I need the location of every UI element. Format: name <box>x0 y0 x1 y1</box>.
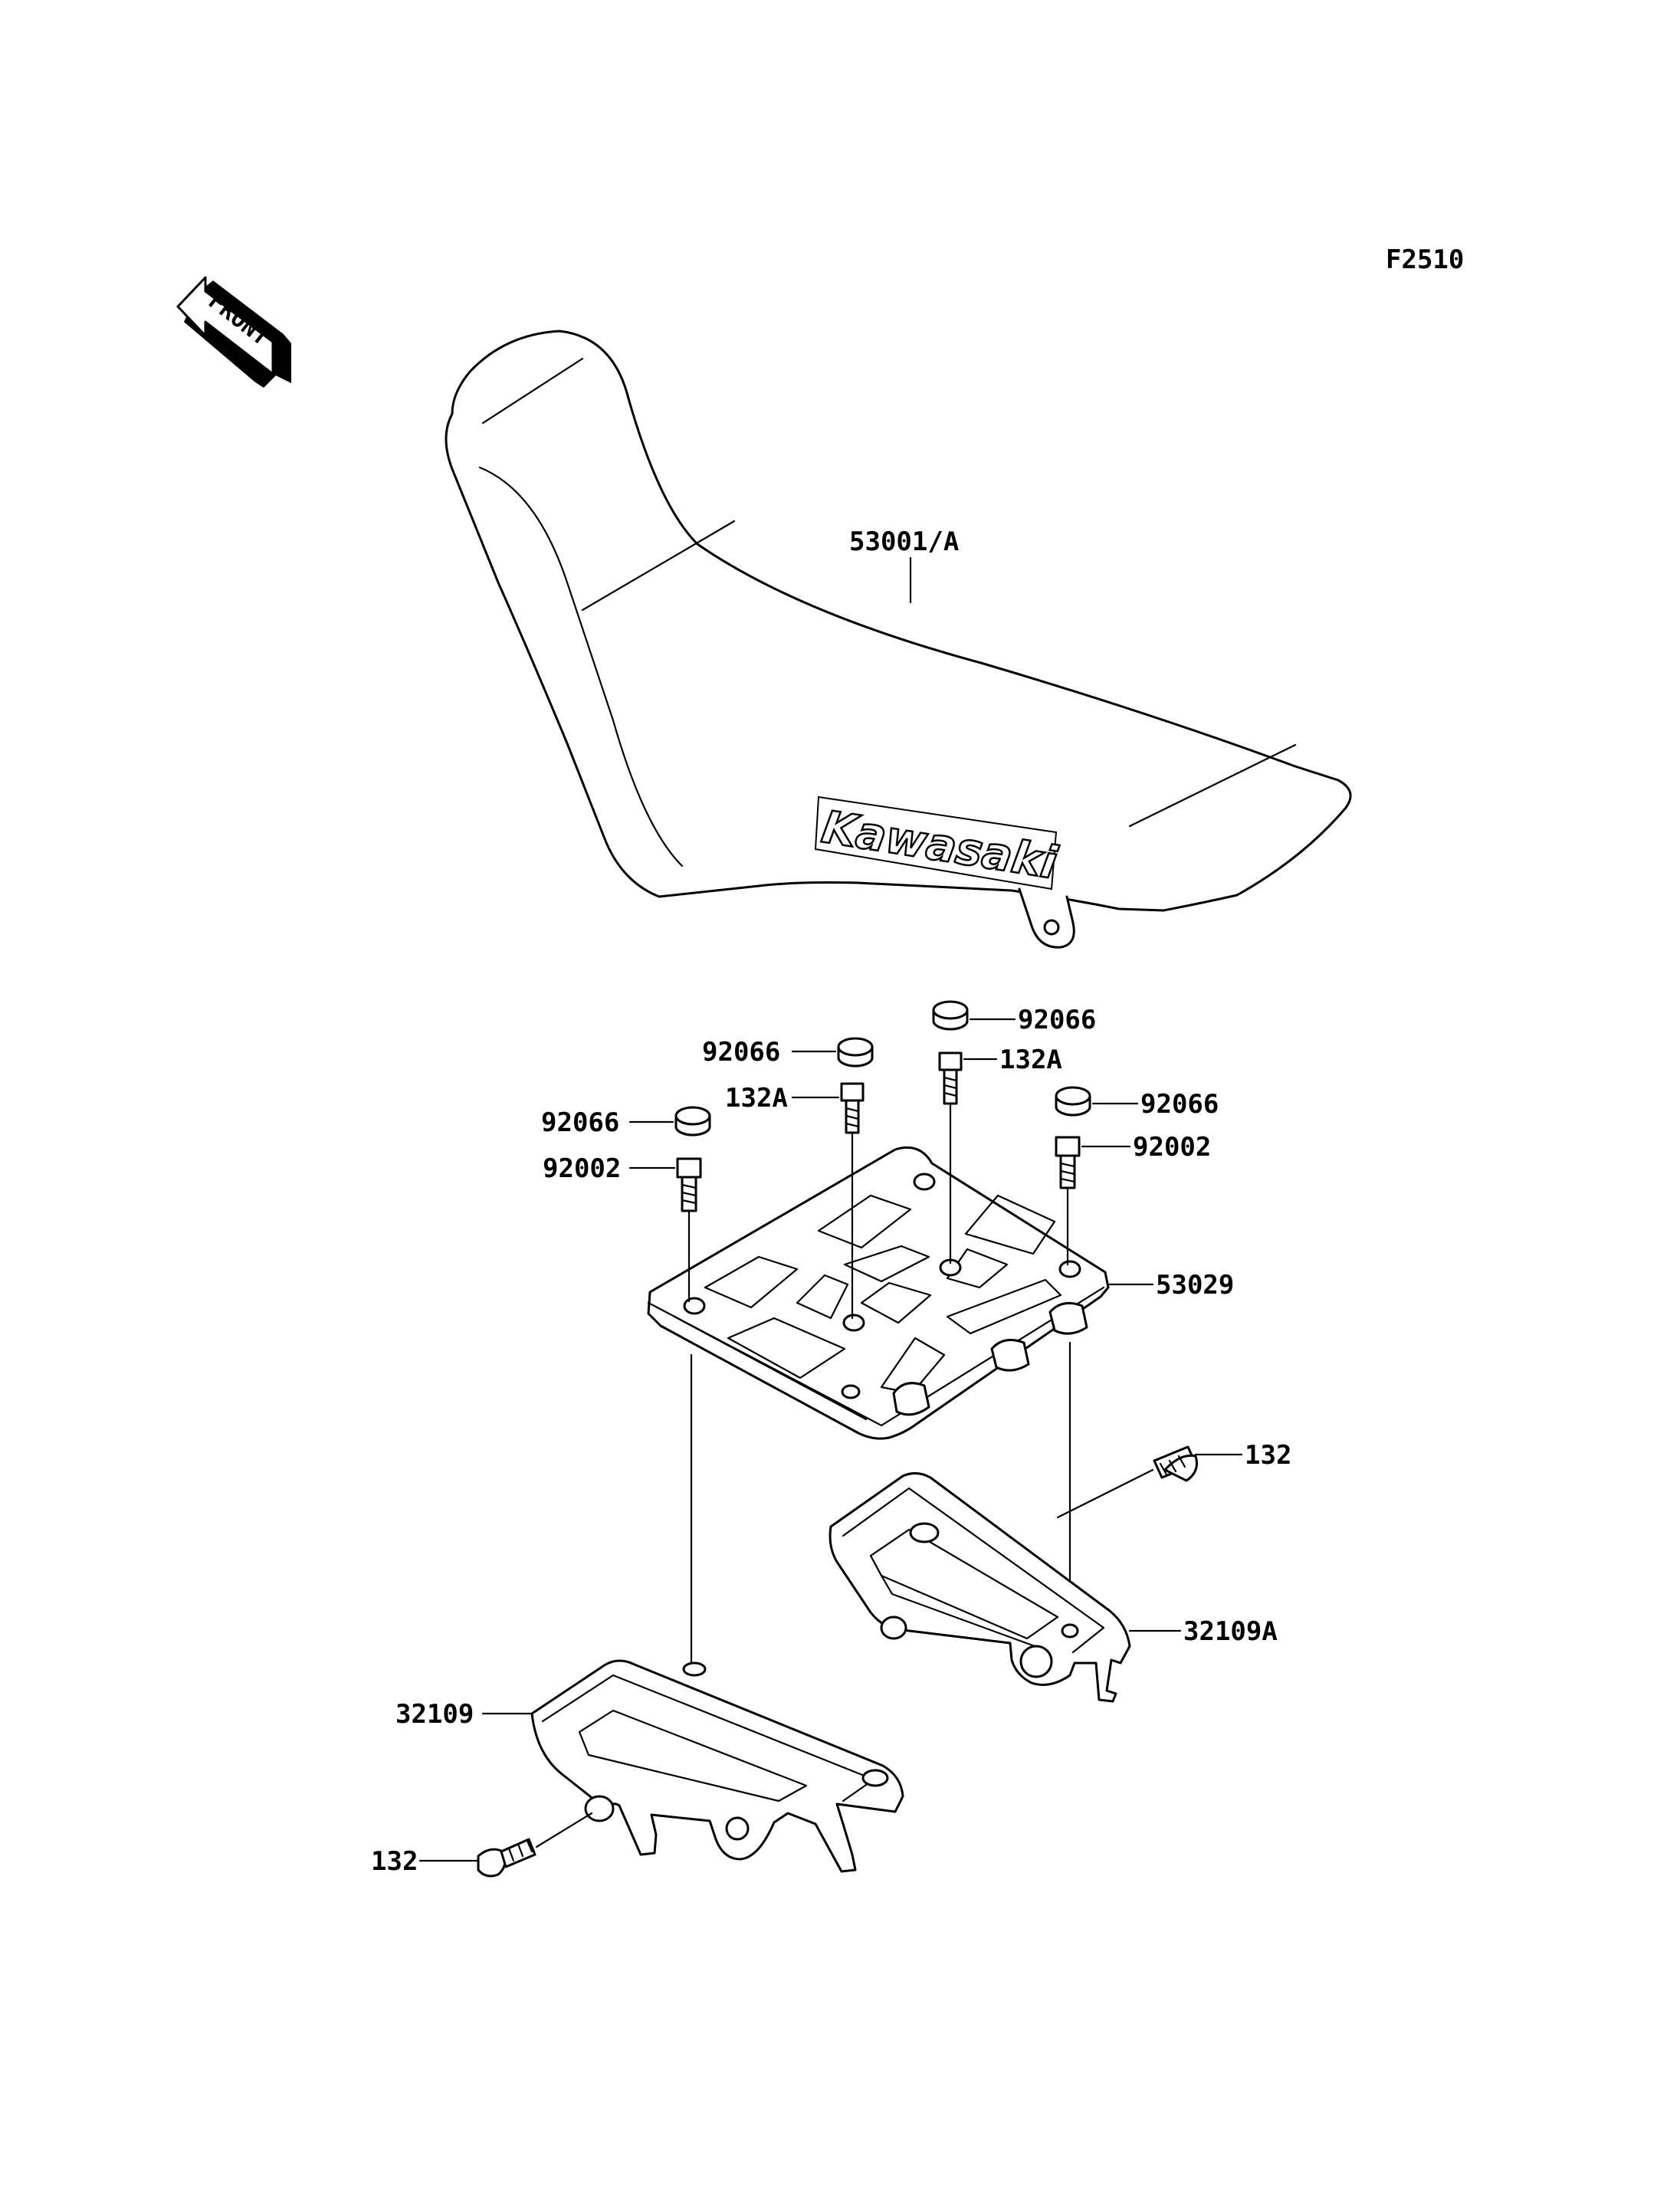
callout-seat: 53001/A <box>849 526 959 604</box>
label-132-right: 132 <box>1245 1440 1291 1471</box>
label-53029: 53029 <box>1156 1270 1234 1301</box>
rubber-plug-4: 92066 <box>1055 1086 1219 1120</box>
label-92066-2: 92066 <box>702 1037 780 1068</box>
label-32109a: 32109A <box>1183 1616 1278 1647</box>
bolt-132-right: 132 <box>1056 1440 1291 1519</box>
label-132a-2: 132A <box>725 1083 788 1114</box>
label-92002-1: 92002 <box>543 1153 621 1184</box>
bolt-132a-1: 132A <box>938 1045 1062 1265</box>
label-92066-4: 92066 <box>1140 1089 1219 1120</box>
front-arrow-icon: FRONT <box>176 276 291 388</box>
label-132-left: 132 <box>371 1846 418 1877</box>
label-53001a: 53001/A <box>849 526 959 557</box>
label-132a-1: 132A <box>999 1045 1062 1075</box>
rubber-plug-1: 92066 <box>932 1000 1096 1035</box>
callout-bracket-left: 32109 <box>395 1699 532 1730</box>
bolt-132a-2: 132A <box>725 1082 865 1320</box>
rubber-plug-2: 92066 <box>702 1037 874 1068</box>
bolt-92002-2: 92002 <box>1055 1132 1211 1266</box>
bolt-132-left: 132 <box>371 1812 593 1878</box>
label-32109: 32109 <box>395 1699 474 1730</box>
figure-code: F2510 <box>1386 244 1464 275</box>
label-92002-2: 92002 <box>1133 1132 1211 1163</box>
label-92066-1: 92066 <box>1018 1005 1096 1035</box>
label-92066-3: 92066 <box>541 1107 619 1138</box>
seat: Kawasaki <box>445 330 1352 949</box>
bracket-right <box>829 1472 1131 1703</box>
bolt-92002-1: 92002 <box>543 1153 702 1303</box>
callout-bracket-right: 32109A <box>1128 1616 1278 1647</box>
bracket-left <box>530 1659 904 1873</box>
rubber-plug-3: 92066 <box>541 1106 711 1138</box>
seat-base <box>647 1146 1110 1440</box>
callout-seat-base: 53029 <box>1107 1270 1234 1301</box>
